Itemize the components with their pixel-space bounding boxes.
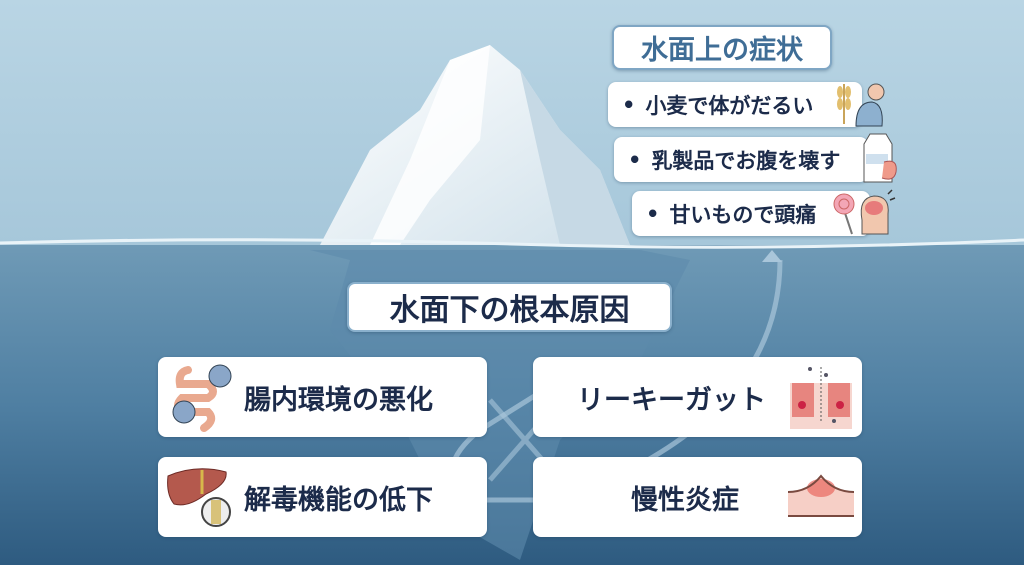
- symptom-item: • 乳製品でお腹を壊す: [614, 137, 868, 182]
- symptom-text: 甘いもので頭痛: [669, 202, 817, 227]
- candy-headache-icon: [833, 189, 896, 235]
- leaky-gut-icon: [790, 367, 852, 429]
- wheat-tired-person-icon: [837, 83, 885, 127]
- cause-text: 解毒機能の低下: [244, 484, 433, 516]
- symptom-text: 小麦で体がだるい: [645, 93, 814, 118]
- bullet: •: [622, 92, 636, 117]
- cause-text: 腸内環境の悪化: [244, 384, 433, 416]
- symptom-item: • 小麦で体がだるい: [608, 82, 862, 127]
- liver-icon: [167, 468, 231, 527]
- cause-text: リーキーガット: [577, 384, 766, 416]
- symptom-item: • 甘いもので頭痛: [632, 191, 870, 236]
- above-water-title: 水面上の症状: [612, 25, 832, 70]
- milk-stomach-icon: [863, 133, 897, 183]
- symptom-text: 乳製品でお腹を壊す: [651, 148, 841, 173]
- below-water-title: 水面下の根本原因: [347, 282, 672, 332]
- inflamed-tissue-icon: [788, 474, 854, 517]
- intestine-bacteria-icon: [172, 364, 232, 432]
- bullet: •: [628, 147, 642, 172]
- bullet: •: [646, 201, 660, 226]
- cause-text: 慢性炎症: [631, 484, 739, 516]
